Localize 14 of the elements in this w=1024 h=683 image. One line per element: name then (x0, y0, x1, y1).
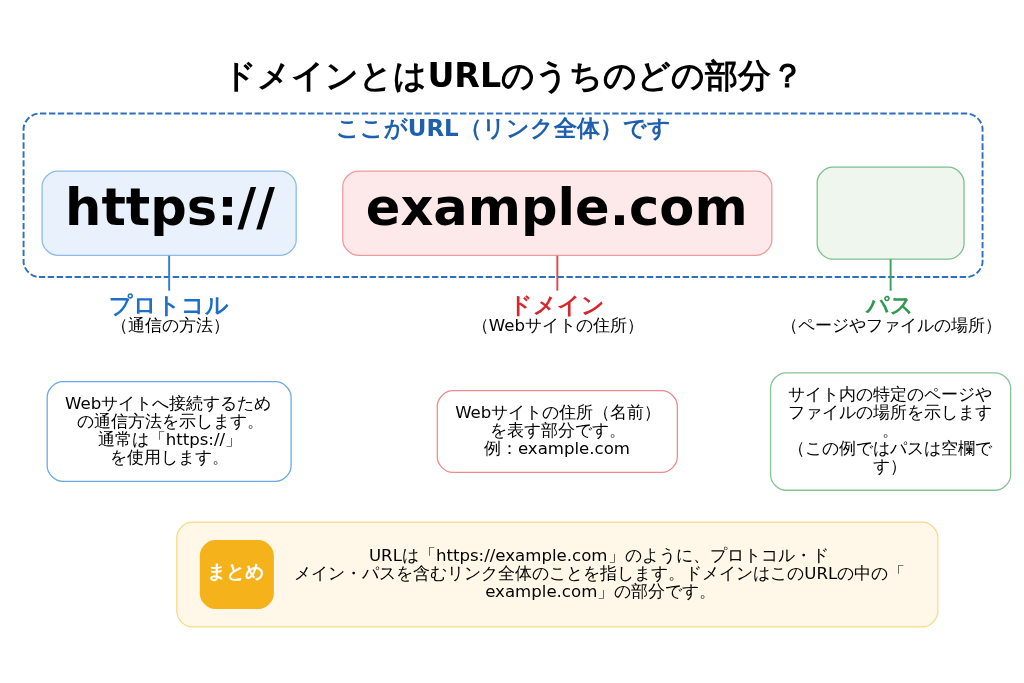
node-box (816, 166, 965, 260)
connector (556, 254, 559, 292)
node-box: Webサイトへ接続するための通信方法を示します。 通常は「https://」を使用します。 (46, 381, 292, 482)
node-box: example.com (342, 170, 773, 256)
connector (889, 258, 892, 292)
node-text: プロトコル （通信の方法） (109, 292, 231, 336)
node-box: Webサイトの住所（名前）を表す部分です。 例：example.com (436, 390, 678, 473)
diagram-title: ドメインとはURLのうちのどの部分？ (223, 55, 805, 95)
node-text: ドメイン （Webサイトの住所） (471, 292, 644, 336)
node-box: https:// (41, 170, 297, 256)
connector (168, 254, 171, 292)
node-box: まとめ URLは「https://example.com」のように、プロトコル・ドメイン・パスを含むリンク全体のことを指します。ドメインはこのURLの中の「example.com」の部分です。 (176, 521, 939, 628)
node-box: サイト内の特定のページやファイルの場所を示します。 （この例ではパスは空欄です） (769, 372, 1012, 491)
node-text: パス （ページやファイルの場所） (780, 292, 1002, 336)
